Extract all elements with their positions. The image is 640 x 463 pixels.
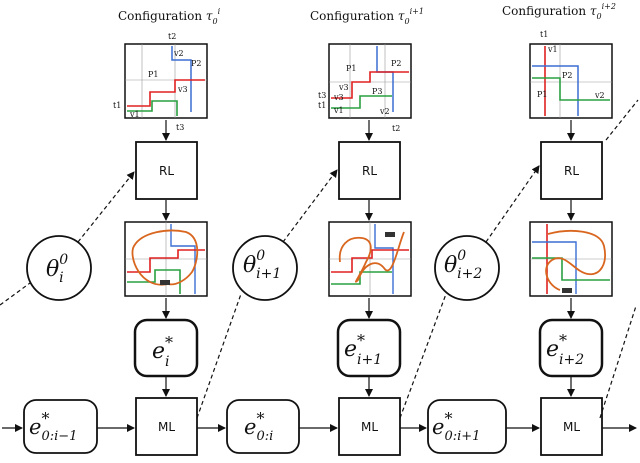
rl-box-1: RL (135, 141, 198, 200)
svg-text:RL: RL (564, 164, 579, 178)
svg-text:e*0:i+1: e*0:i+1 (432, 409, 480, 444)
svg-text:ML: ML (563, 420, 580, 434)
svg-text:v1: v1 (547, 45, 558, 54)
svg-text:t2: t2 (168, 32, 176, 41)
svg-text:e*0:i−1: e*0:i−1 (29, 409, 77, 444)
svg-text:P2: P2 (562, 71, 572, 80)
e-star-box-1: e*i (133, 318, 199, 378)
ml-box-2: ML (338, 397, 401, 456)
trajectory-map-1 (124, 221, 208, 297)
svg-text:RL: RL (159, 164, 174, 178)
config-header-3: Configuration τ0i+2 (502, 2, 616, 21)
e-star-box-3: e*i+2 (538, 318, 604, 378)
svg-text:v3: v3 (338, 83, 349, 92)
svg-text:v2: v2 (379, 107, 390, 116)
trajectory-map-2 (328, 221, 412, 297)
e-cum-box-1: e*0:i−1 (23, 399, 98, 454)
svg-text:t2: t2 (392, 124, 400, 133)
svg-text:θ0i: θ0i (46, 252, 68, 286)
svg-text:P1: P1 (537, 90, 547, 99)
e-cum-box-3: e*0:i+1 (427, 399, 507, 454)
svg-text:e*i: e*i (152, 333, 173, 370)
trajectory-map-3 (529, 221, 613, 297)
svg-text:P2: P2 (391, 59, 401, 68)
svg-text:Configuration τ0i+2: Configuration τ0i+2 (502, 2, 616, 21)
svg-text:RL: RL (362, 164, 377, 178)
svg-text:P1: P1 (346, 64, 356, 73)
svg-text:e*i+2: e*i+2 (546, 331, 584, 368)
svg-text:t1: t1 (540, 30, 548, 39)
e-star-box-2: e*i+1 (336, 318, 402, 378)
svg-text:v2: v2 (594, 91, 605, 100)
config-header-1: Configuration τ0i (118, 7, 221, 26)
e-cum-box-2: e*0:i (226, 399, 300, 454)
svg-text:Configuration τ0i+1: Configuration τ0i+1 (310, 7, 424, 26)
svg-text:ML: ML (158, 420, 175, 434)
svg-text:t1: t1 (113, 101, 121, 110)
svg-text:v1: v1 (129, 110, 140, 119)
svg-text:P3: P3 (372, 87, 382, 96)
svg-text:t1: t1 (318, 101, 326, 110)
config-header-2: Configuration τ0i+1 (310, 7, 424, 26)
svg-text:ML: ML (361, 420, 378, 434)
config-map-2: P1 P2 v3 P3 t3 v3 t1 v1 v2 t2 (318, 43, 412, 133)
ml-box-1: ML (135, 397, 198, 456)
svg-text:t3: t3 (318, 91, 326, 100)
config-map-1: t2 v2 P2 P1 v3 t1 v1 t3 (113, 32, 208, 132)
svg-text:P1: P1 (148, 70, 158, 79)
svg-text:θ0i+1: θ0i+1 (243, 248, 281, 282)
svg-text:Configuration τ0i: Configuration τ0i (118, 7, 221, 26)
rl-box-3: RL (540, 141, 603, 200)
dashed-arrows (0, 99, 639, 419)
config-map-3: t1 v1 P2 P1 v2 (529, 30, 613, 119)
svg-text:e*i+1: e*i+1 (344, 331, 382, 368)
svg-text:v3: v3 (333, 93, 344, 102)
svg-text:t3: t3 (176, 123, 184, 132)
rl-box-2: RL (338, 141, 401, 200)
svg-text:v3: v3 (177, 85, 188, 94)
svg-text:v1: v1 (333, 106, 344, 115)
svg-text:θ0i+2: θ0i+2 (444, 248, 482, 282)
svg-text:e*0:i: e*0:i (244, 409, 273, 444)
svg-text:P2: P2 (191, 59, 201, 68)
svg-text:v2: v2 (173, 49, 184, 58)
ml-box-3: ML (540, 397, 603, 456)
